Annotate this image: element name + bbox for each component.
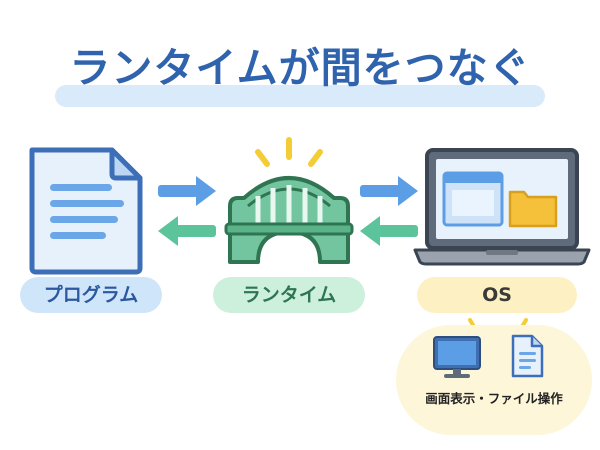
bridge-icon: [224, 176, 354, 264]
runtime-label: ランタイム: [213, 277, 365, 313]
arrow-runtime-to-program: [158, 216, 216, 246]
arrow-os-to-runtime: [360, 216, 418, 246]
os-features-bubble: [396, 325, 592, 435]
document-icon: [29, 147, 143, 275]
arrow-runtime-to-os: [360, 176, 418, 206]
glow-lines: [255, 137, 323, 167]
title-area: ランタイムが間をつなぐ: [0, 30, 600, 110]
title-underline: [55, 85, 545, 107]
monitor-icon: [433, 336, 481, 378]
program-label: プログラム: [20, 277, 162, 313]
os-features-label: 画面表示・ファイル操作: [425, 391, 563, 406]
file-icon: [511, 334, 544, 378]
laptop-icon: [413, 148, 591, 266]
arrow-program-to-runtime: [158, 176, 216, 206]
os-label: OS: [417, 277, 577, 313]
page-title: ランタイムが間をつなぐ: [69, 44, 531, 92]
